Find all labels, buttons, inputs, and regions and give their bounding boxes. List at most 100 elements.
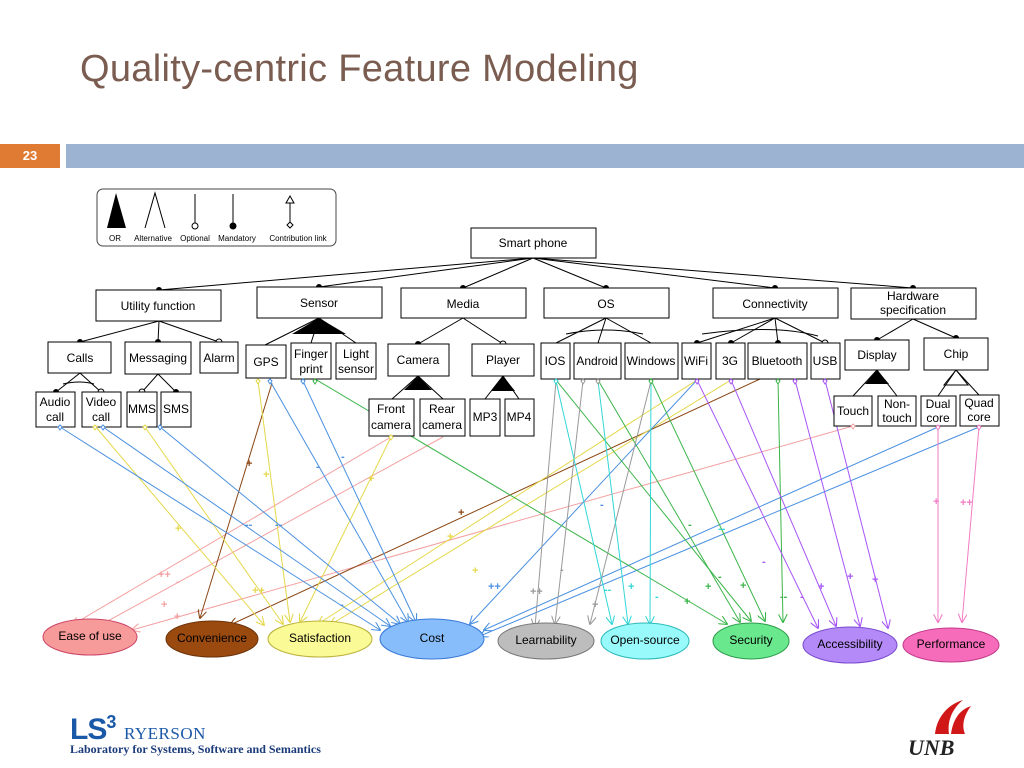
unb-logo-icon [935,700,971,734]
svg-text:+: + [447,531,453,543]
node-windows: Windows [624,342,679,380]
svg-text:Player: Player [486,353,520,367]
link-endpoints [57,378,982,441]
node-chip: Chip [923,337,989,371]
svg-text:Media: Media [447,297,480,311]
svg-text:++: ++ [252,585,265,597]
svg-text:MMS: MMS [128,402,156,416]
svg-text:--: -- [718,523,726,535]
svg-text:OS: OS [597,297,614,311]
svg-text:Open-source: Open-source [610,633,680,647]
svg-text:Calls: Calls [67,351,94,365]
svg-text:print: print [299,362,323,376]
svg-text:Dual: Dual [926,397,951,411]
svg-text:Touch: Touch [837,404,869,418]
svg-text:--: -- [604,584,612,596]
node-messaging: Messaging [124,341,192,375]
svg-text:Camera: Camera [397,353,440,367]
node-calls: Calls [47,341,112,374]
svg-text:++: ++ [488,581,501,593]
svg-text:Quad: Quad [964,396,993,410]
svg-text:Audio: Audio [40,395,71,409]
legend-contribution-link: Contribution link [269,234,327,243]
svg-text:Cost: Cost [420,631,445,645]
node-front-camera: Front camera [368,398,415,437]
svg-text:-: - [176,576,180,588]
svg-text:Satisfaction: Satisfaction [289,631,351,645]
svg-text:Non-: Non- [884,397,910,411]
slide-title: Quality-centric Feature Modeling [80,48,639,90]
contribution-links [59,378,980,636]
legend-mandatory: Mandatory [218,234,256,243]
svg-text:+: + [740,580,746,592]
svg-text:+: + [592,599,598,611]
svg-text:Learnability: Learnability [515,633,576,647]
node-ios: IOS [540,342,571,380]
svg-text:-: - [600,499,604,511]
node-player: Player [471,343,535,377]
svg-text:++: ++ [960,497,973,509]
svg-text:Front: Front [377,402,406,416]
svg-text:Rear: Rear [429,402,455,416]
svg-text:Chip: Chip [944,347,969,361]
svg-text:GPS: GPS [253,355,278,369]
svg-text:+: + [818,581,824,593]
svg-text:Bluetooth: Bluetooth [752,354,803,368]
alternative-symbol-icon [144,191,166,229]
node-display: Display [844,339,910,371]
svg-text:Connectivity: Connectivity [742,297,807,311]
svg-text:+: + [933,496,939,508]
cloud-open-source: Open-source [600,622,690,660]
svg-text:specification: specification [880,303,946,317]
contribution-link-icon [285,194,295,204]
svg-text:+: + [175,523,181,535]
cloud-ease-of-use: Ease of use [42,618,138,656]
svg-text:++: ++ [530,586,543,598]
svg-text:core: core [967,410,991,424]
svg-text:Convenience: Convenience [177,631,247,645]
legend-alternative: Alternative [134,234,172,243]
tree-edges [55,257,980,400]
svg-text:sensor: sensor [338,362,374,376]
svg-text:++: ++ [158,569,171,581]
svg-text:-: - [340,599,344,611]
node-gps: GPS [245,344,287,379]
svg-text:call: call [92,410,110,424]
quality-clouds: Ease of use Convenience Satisfaction Cos… [42,618,1000,664]
node-sensor: Sensor [256,286,383,319]
node-camera: Camera [387,343,450,377]
svg-text:touch: touch [882,411,911,425]
svg-text:+: + [847,571,853,583]
svg-text:camera: camera [371,418,411,432]
svg-text:+: + [174,611,180,623]
node-alarm: Alarm [199,341,239,374]
svg-text:Video: Video [86,395,117,409]
node-android: Android [573,342,622,380]
svg-text:+: + [458,507,464,519]
svg-text:-: - [560,564,564,576]
cloud-satisfaction: Satisfaction [267,620,373,658]
svg-text:+: + [161,599,167,611]
svg-text:+: + [246,458,252,470]
svg-text:Android: Android [576,354,617,368]
node-sms: SMS [160,391,192,428]
svg-text:--: -- [780,591,788,603]
node-connectivity: Connectivity [712,287,839,319]
svg-text:Display: Display [857,348,896,362]
unb-label: UNB [908,735,955,760]
node-media: Media [400,287,527,319]
svg-text:Alarm: Alarm [203,351,234,365]
cloud-convenience: Convenience [165,620,259,658]
header-bar [66,144,1024,168]
node-touch: Touch [833,395,873,427]
svg-text:call: call [46,410,64,424]
node-os: OS [543,287,670,319]
group-symbols [62,318,970,391]
